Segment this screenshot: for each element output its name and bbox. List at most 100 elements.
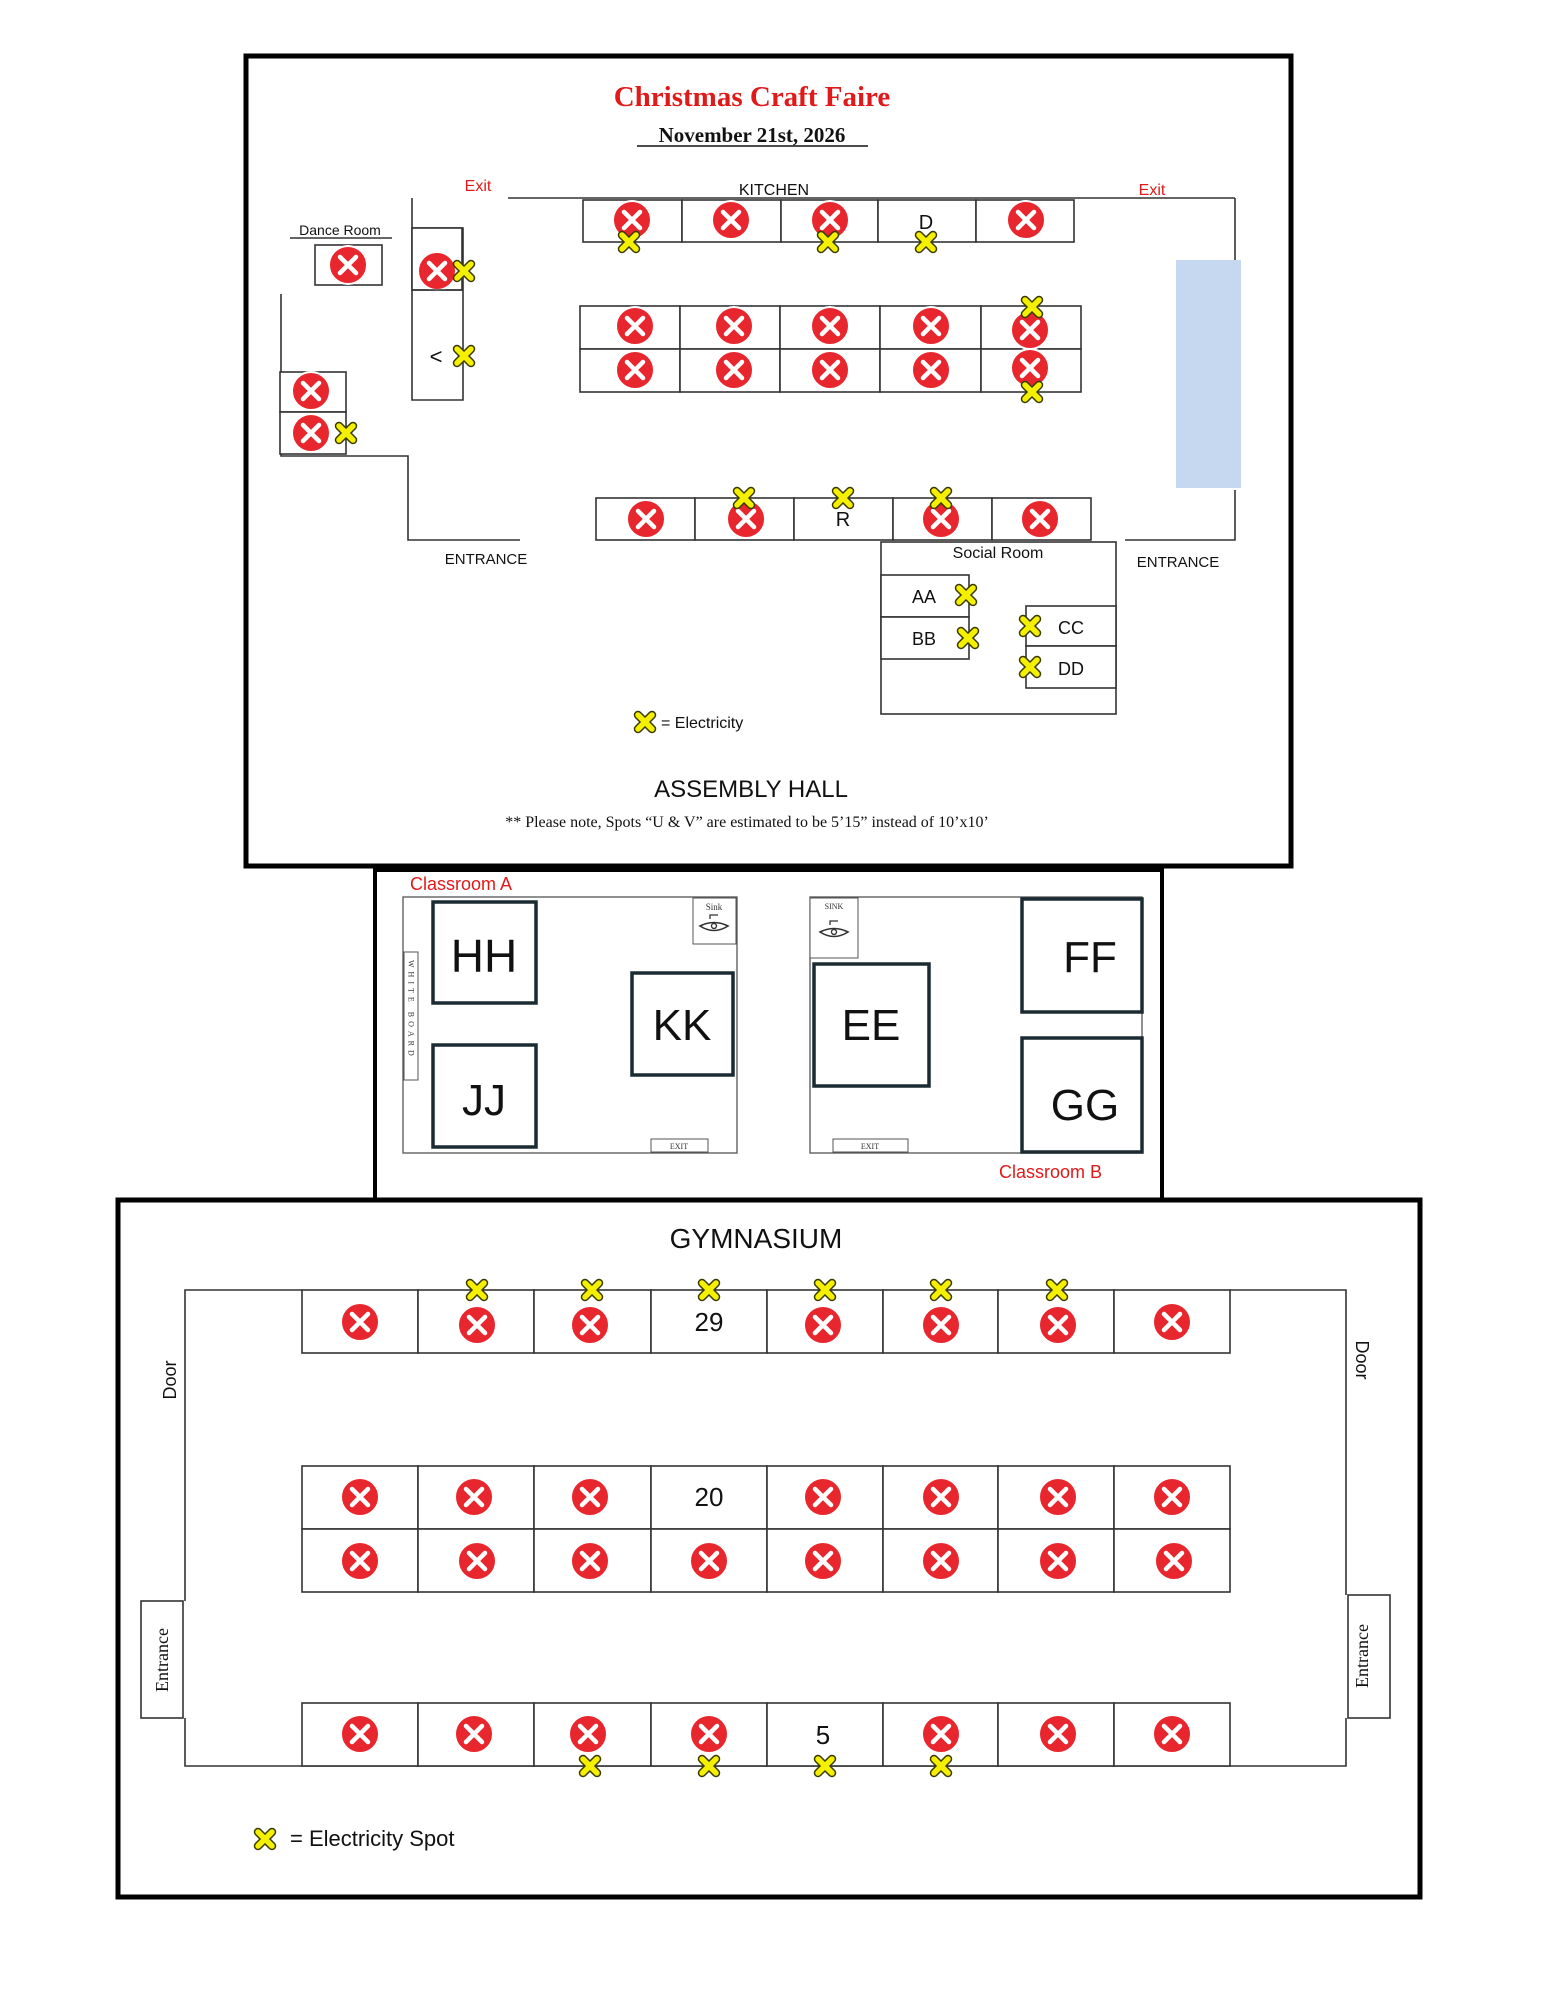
entrance-left-box [140,1600,184,1719]
classroom-a-room [402,896,738,1154]
taken-icon [690,1715,728,1753]
whiteboard-label: WHITE BOARD [407,960,416,1060]
booth[interactable] [1025,605,1117,647]
booth-label-gg: GG [1051,1081,1119,1130]
exit-box [650,1138,709,1153]
taken-icon [712,201,750,239]
assembly-frame [243,53,1294,869]
whiteboard [403,951,419,1081]
classrooms-map: Classroom A Classroom B WHITE BOARD Sink… [373,868,1164,1202]
taken-icon [922,1542,960,1580]
electricity-icon [1023,660,1037,674]
taken-icon [912,351,950,389]
booth-label-r: R [836,509,850,531]
taken-icon [341,1542,379,1580]
electricity-icon [585,1283,599,1297]
taken-icon [804,1306,842,1344]
gym-title: GYMNASIUM [670,1223,843,1254]
sink-box [692,897,737,945]
event-date: November 21st, 2026 [659,123,846,147]
booth[interactable] [880,616,970,660]
booth[interactable] [1020,1036,1144,1154]
booth-label-v: < [430,344,443,369]
stage-area [1176,260,1241,488]
gym-top-row: 29 [301,1283,1231,1354]
entrance-left-label: ENTRANCE [445,551,528,568]
taken-icon [922,500,960,538]
electricity-icon [818,1283,832,1297]
taken-icon [1007,201,1045,239]
booth[interactable] [812,962,931,1088]
gym-bottom-row: 5 [301,1702,1231,1773]
entrance-row: R [595,491,1092,541]
classroom-a-label: Classroom A [410,874,512,894]
booth-label-ff: FF [1063,933,1117,982]
taken-icon [1155,1542,1193,1580]
taken-icon [1039,1478,1077,1516]
electricity-icon [737,491,751,505]
dance-room-label: Dance Room [299,222,381,238]
taken-icon [922,1715,960,1753]
booth[interactable] [1020,897,1144,1014]
taken-icon [292,414,330,452]
kitchen-row: D [582,200,1075,249]
electricity-icon [934,491,948,505]
electricity-icon [961,631,975,645]
electricity-icon [702,1759,716,1773]
booth[interactable] [650,1289,768,1354]
social-room-label: Social Room [953,545,1044,562]
taken-icon [1039,1542,1077,1580]
taken-icon [458,1542,496,1580]
taken-icon [715,351,753,389]
booth-label-5: 5 [816,1720,830,1750]
exit-left-label: Exit [465,178,492,195]
booth[interactable] [650,1465,768,1530]
taken-icon [627,500,665,538]
entrance-left-label: Entrance [152,1628,172,1692]
taken-icon [455,1715,493,1753]
booth-label-kk: KK [653,1001,712,1050]
electricity-icon [702,1283,716,1297]
size-note: ** Please note, Spots “U & V” are estima… [505,814,989,831]
legend-electricity-icon [258,1832,272,1846]
booth-label-dd: DD [1058,659,1084,679]
sink-label: Sink [706,902,723,912]
gymnasium-map: GYMNASIUM Door Door Entrance Entrance [115,1197,1423,1900]
taken-icon [569,1715,607,1753]
booth[interactable] [630,971,735,1077]
booth-label-d: D [919,212,933,234]
booth-label-jj: JJ [462,1076,506,1125]
assembly-hall-map: Christmas Craft Faire November 21st, 202… [243,53,1294,869]
taken-icon [571,1478,609,1516]
taken-icon [616,307,654,345]
booth-label-20: 20 [695,1482,724,1512]
electricity-icon [818,1759,832,1773]
booth[interactable] [431,1043,538,1149]
taken-icon [341,1715,379,1753]
electricity-icon [457,264,471,278]
taken-icon [571,1306,609,1344]
taken-icon [1011,311,1049,349]
electricity-icon [583,1759,597,1773]
taken-icon [341,1303,379,1341]
kitchen-label: KITCHEN [739,182,809,199]
booth[interactable] [431,900,538,1005]
legend-electricity-text: = Electricity [661,715,743,732]
taken-icon [811,307,849,345]
electricity-icon [1025,385,1039,399]
legend-electricity-icon [638,715,652,729]
booth-label-hh: HH [451,930,517,982]
booth-label-29: 29 [695,1307,724,1337]
taken-icon [1153,1478,1191,1516]
exit-label: EXIT [670,1142,688,1151]
social-room: Social Room AA BB CC DD [880,541,1117,715]
taken-icon [341,1478,379,1516]
exit-right-label: Exit [1139,182,1166,199]
booth-label-ee: EE [842,1001,901,1050]
classroom-b-room [809,896,1143,1154]
hall-name: ASSEMBLY HALL [654,776,848,803]
electricity-icon [470,1283,484,1297]
taken-icon [329,246,367,284]
taken-icon [715,307,753,345]
booth-label-cc: CC [1058,618,1084,638]
